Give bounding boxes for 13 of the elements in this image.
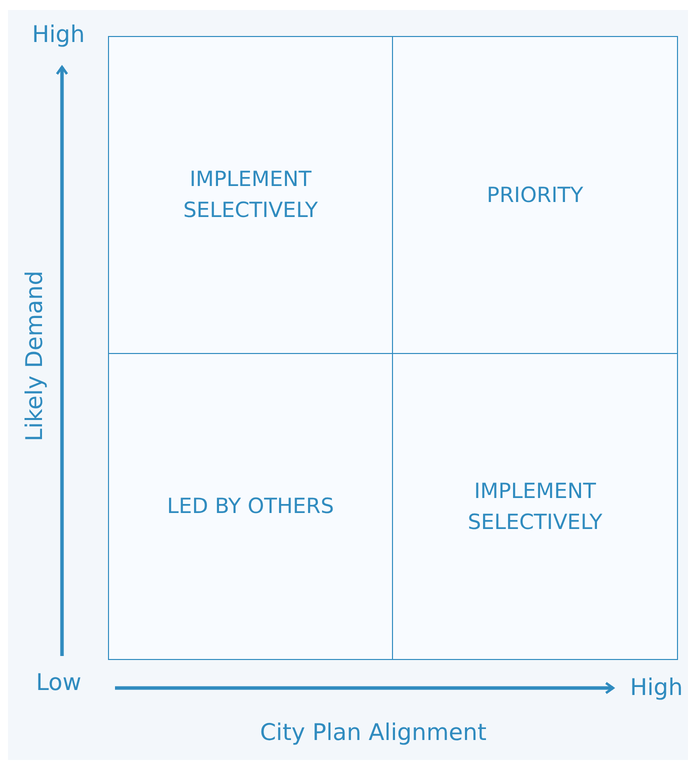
quadrant-label: IMPLEMENT SELECTIVELY — [466, 478, 604, 536]
quadrant-cell — [392, 353, 678, 660]
quadrant-label: LED BY OTHERS — [166, 493, 335, 520]
quadrant-label: IMPLEMENT SELECTIVELY — [182, 166, 319, 224]
axis-end-label: High — [32, 22, 85, 48]
axis-end-label: High — [630, 675, 683, 701]
quadrant-label: PRIORITY — [486, 182, 584, 208]
axis-title: City Plan Alignment — [260, 720, 486, 746]
axis-title: Likely Demand — [22, 270, 48, 442]
quadrant-cell — [108, 353, 393, 660]
quadrant-cell — [392, 36, 678, 354]
axis-end-label: Low — [36, 670, 82, 696]
quadrant-cell — [108, 36, 393, 354]
